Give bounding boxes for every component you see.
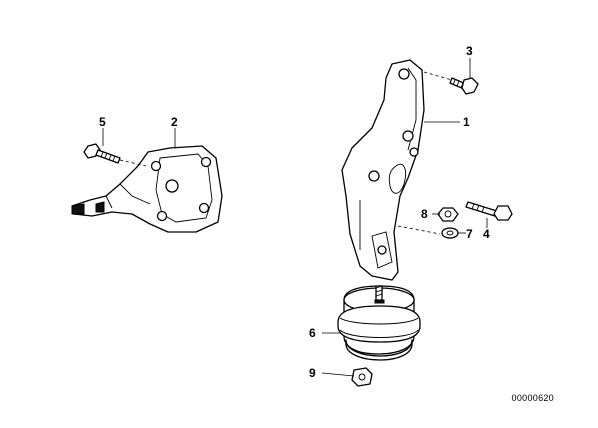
- washer-part-7: [397, 225, 459, 239]
- callout-8: 8: [421, 207, 428, 221]
- callout-4: 4: [483, 227, 490, 241]
- reference-number: 00000620: [511, 393, 554, 403]
- engine-mount-part-6: [337, 285, 421, 361]
- callout-9: 9: [309, 366, 316, 380]
- callout-2: 2: [171, 115, 178, 129]
- callout-7: 7: [466, 227, 473, 241]
- callout-1: 1: [463, 115, 470, 129]
- leader-lines: [102, 58, 488, 377]
- bolt-part-4: [465, 201, 513, 221]
- bolt-part-3: [423, 71, 479, 95]
- bolt-part-5: [83, 143, 147, 167]
- callout-5: 5: [99, 115, 106, 129]
- callout-3: 3: [466, 44, 473, 58]
- bracket-part-1: [341, 59, 425, 281]
- bracket-part-2: [71, 145, 223, 233]
- nut-part-9: [351, 367, 373, 387]
- callout-6: 6: [309, 326, 316, 340]
- nut-part-8: [437, 207, 459, 222]
